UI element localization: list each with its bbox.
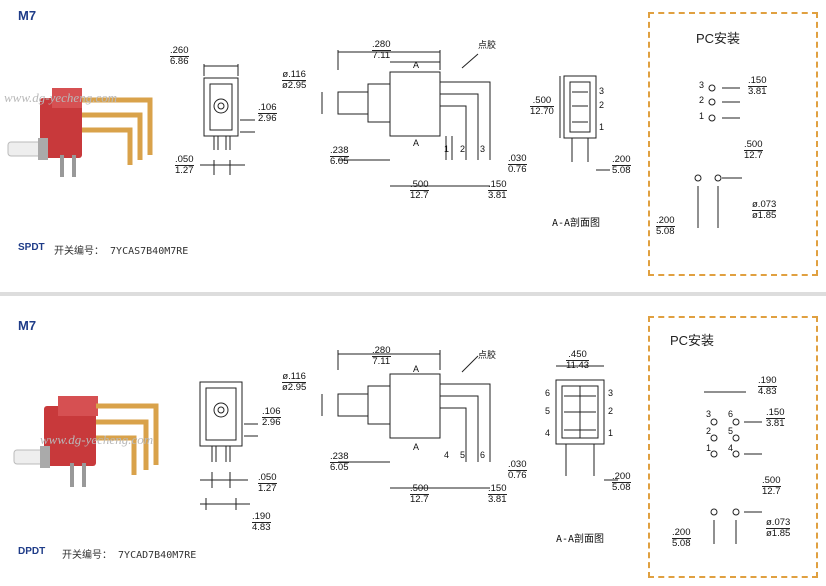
section-mark-bottom: A	[413, 138, 420, 148]
section-mark-bottom: A	[413, 442, 420, 452]
pc-layout	[694, 84, 742, 228]
front-view	[199, 381, 258, 510]
side-view	[321, 350, 491, 489]
section-pin-1: 1	[608, 428, 614, 438]
side-pin-4: 4	[444, 450, 450, 460]
pc-pin-5: 5	[728, 426, 734, 436]
section-pin-6: 6	[545, 388, 551, 398]
side-pin-2: 2	[460, 144, 466, 154]
switch-photo	[7, 88, 153, 177]
side-pin-6: 6	[480, 450, 486, 460]
pc-pin-1: 1	[706, 443, 712, 453]
section-pin-1: 1	[599, 122, 605, 132]
side-pin-3: 3	[480, 144, 486, 154]
glue-label: 点胶	[478, 350, 497, 360]
part-number: 开关编号： 7YCAD7B40M7RE	[62, 550, 197, 561]
section-pin-5: 5	[545, 406, 551, 416]
pc-title: PC安装	[696, 31, 741, 46]
pole-label: DPDT	[18, 546, 46, 557]
part-number: 开关编号： 7YCAS7B40M7RE	[54, 246, 189, 257]
pc-pin-2: 2	[706, 426, 712, 436]
pc-pin-2: 2	[699, 95, 705, 105]
panel-divider	[0, 292, 826, 296]
model-label: M7	[18, 318, 37, 333]
pc-title: PC安装	[670, 333, 715, 348]
side-pin-5: 5	[460, 450, 466, 460]
section-pin-3: 3	[608, 388, 614, 398]
section-mark-top: A	[413, 60, 420, 70]
dpdt-panel: M7	[0, 300, 826, 586]
section-view	[559, 75, 610, 171]
section-view	[555, 365, 618, 481]
section-caption: A-A剖面图	[556, 534, 605, 545]
switch-photo	[13, 396, 159, 487]
section-pin-2: 2	[599, 100, 605, 110]
section-mark-top: A	[413, 364, 420, 374]
watermark: www.dg-yecheng.com	[4, 90, 118, 105]
section-pin-4: 4	[545, 428, 551, 438]
spdt-panel: M7	[0, 0, 826, 290]
spdt-drawing	[7, 50, 742, 228]
section-caption: A-A剖面图	[552, 218, 601, 229]
pc-pin-6: 6	[728, 409, 734, 419]
dpdt-drawing	[13, 350, 762, 544]
glue-label: 点胶	[478, 40, 497, 50]
section-pin-2: 2	[608, 406, 614, 416]
pc-mount-box	[648, 12, 818, 276]
pc-mount-box	[648, 316, 818, 578]
model-label: M7	[18, 8, 37, 23]
pc-layout	[704, 391, 762, 544]
pc-pin-1: 1	[699, 111, 705, 121]
pc-pin-3: 3	[699, 80, 705, 90]
section-pin-3: 3	[599, 86, 605, 96]
pc-pin-4: 4	[728, 443, 734, 453]
watermark: www.dg-yecheng.com	[40, 432, 154, 447]
front-view	[200, 64, 255, 175]
side-pin-1: 1	[444, 144, 450, 154]
side-view	[321, 50, 491, 187]
pc-pin-3: 3	[706, 409, 712, 419]
pole-label: SPDT	[18, 242, 45, 253]
